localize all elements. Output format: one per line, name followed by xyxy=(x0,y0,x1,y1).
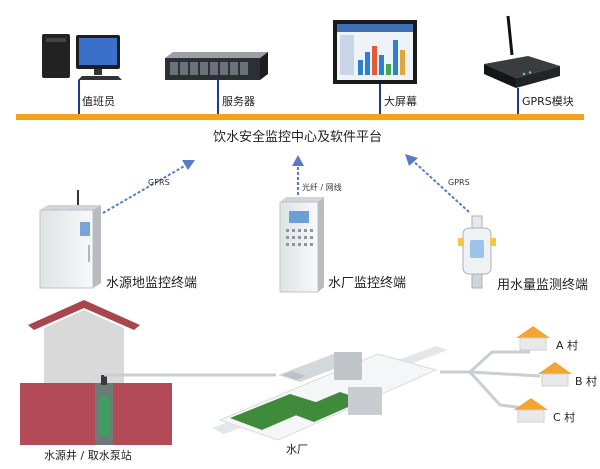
big-screen-icon xyxy=(333,20,417,84)
plant-monitoring-cabinet-icon xyxy=(279,197,324,293)
server-icon xyxy=(165,52,268,80)
village-b-house-icon xyxy=(538,362,572,387)
link-label-right: GPRS xyxy=(448,178,470,187)
label-meter-terminal: 用水量监测终端 xyxy=(497,278,589,293)
label-gprs-module: GPRS模块 xyxy=(522,95,574,108)
link-label-middle: 光纤 / 网线 xyxy=(302,183,342,192)
village-c-house-icon xyxy=(514,398,548,423)
village-a-house-icon xyxy=(516,326,550,351)
label-plant-terminal: 水厂监控终端 xyxy=(328,276,407,291)
label-pump-well: 水源井 / 取水泵站 xyxy=(44,449,132,462)
water-plant-icon xyxy=(212,346,448,441)
label-village-b: B 村 xyxy=(575,375,598,388)
arrow-heads xyxy=(182,154,418,170)
duty-operator-computer-icon xyxy=(42,34,122,80)
label-server: 服务器 xyxy=(222,95,255,108)
label-village-c: C 村 xyxy=(553,411,576,424)
label-big-screen: 大屏幕 xyxy=(384,95,417,108)
label-village-a: A 村 xyxy=(556,339,579,352)
water-meter-icon xyxy=(458,215,496,289)
pump-station-icon xyxy=(20,300,172,445)
label-water-plant: 水厂 xyxy=(286,443,308,456)
water-pipes xyxy=(104,350,541,410)
uplink-arrows xyxy=(102,159,470,214)
label-duty-operator: 值班员 xyxy=(82,95,115,108)
platform-bus xyxy=(16,114,584,120)
source-monitoring-cabinet-icon xyxy=(39,190,101,289)
platform-title: 饮水安全监控中心及软件平台 xyxy=(213,130,383,145)
gprs-router-icon xyxy=(484,15,560,88)
link-label-left: GPRS xyxy=(148,178,170,187)
label-source-terminal: 水源地监控终端 xyxy=(106,276,198,291)
